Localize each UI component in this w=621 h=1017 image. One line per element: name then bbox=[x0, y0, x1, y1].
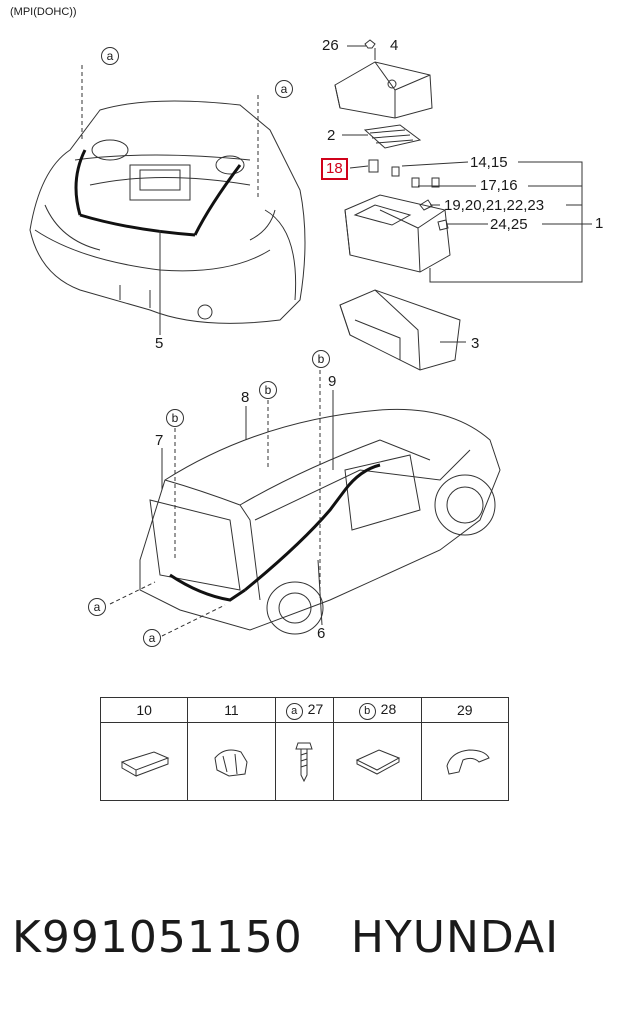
callout-18-highlight[interactable]: 18 bbox=[321, 158, 348, 180]
callout-26: 26 bbox=[322, 37, 339, 54]
part-header-10: 10 bbox=[99, 697, 189, 723]
callout-14-15: 14,15 bbox=[470, 154, 508, 171]
parts-table-image-row bbox=[99, 722, 510, 801]
marker-b: b bbox=[358, 702, 376, 720]
vehicle-body-drawing bbox=[139, 408, 501, 635]
grommet-icon bbox=[420, 722, 510, 801]
callout-2: 2 bbox=[327, 127, 336, 144]
bracket-icon bbox=[99, 722, 189, 801]
junction-box-drawing bbox=[334, 39, 461, 371]
diagram-variant-label: (MPI(DOHC)) bbox=[10, 6, 77, 18]
engine-bay-drawing bbox=[29, 100, 306, 324]
callout-9: 9 bbox=[328, 373, 337, 390]
callout-1: 1 bbox=[595, 215, 604, 232]
clip-icon bbox=[187, 722, 276, 801]
marker-b: b bbox=[312, 350, 330, 368]
part-header-29: 29 bbox=[420, 697, 510, 723]
callout-6: 6 bbox=[317, 625, 326, 642]
brand-name: HYUNDAI bbox=[350, 912, 560, 963]
callout-5: 5 bbox=[155, 335, 164, 352]
footer: K991051150 HYUNDAI bbox=[12, 912, 559, 963]
callout-8: 8 bbox=[241, 389, 250, 406]
marker-a: a bbox=[285, 702, 303, 720]
marker-a: a bbox=[88, 598, 106, 616]
marker-a: a bbox=[101, 47, 119, 65]
marker-a: a bbox=[275, 80, 293, 98]
part-number: K991051150 bbox=[12, 912, 303, 963]
callout-3: 3 bbox=[471, 335, 480, 352]
callout-19-23: 19,20,21,22,23 bbox=[444, 197, 545, 214]
marker-b: b bbox=[259, 381, 277, 399]
bolt-icon bbox=[274, 722, 335, 801]
marker-a: a bbox=[143, 629, 161, 647]
callout-7: 7 bbox=[155, 432, 164, 449]
pad-icon bbox=[333, 722, 422, 801]
callout-17-16: 17,16 bbox=[480, 177, 518, 194]
marker-b: b bbox=[166, 409, 184, 427]
part-header-11: 11 bbox=[187, 697, 276, 723]
callout-24-25: 24,25 bbox=[490, 216, 528, 233]
callout-4: 4 bbox=[390, 37, 399, 54]
